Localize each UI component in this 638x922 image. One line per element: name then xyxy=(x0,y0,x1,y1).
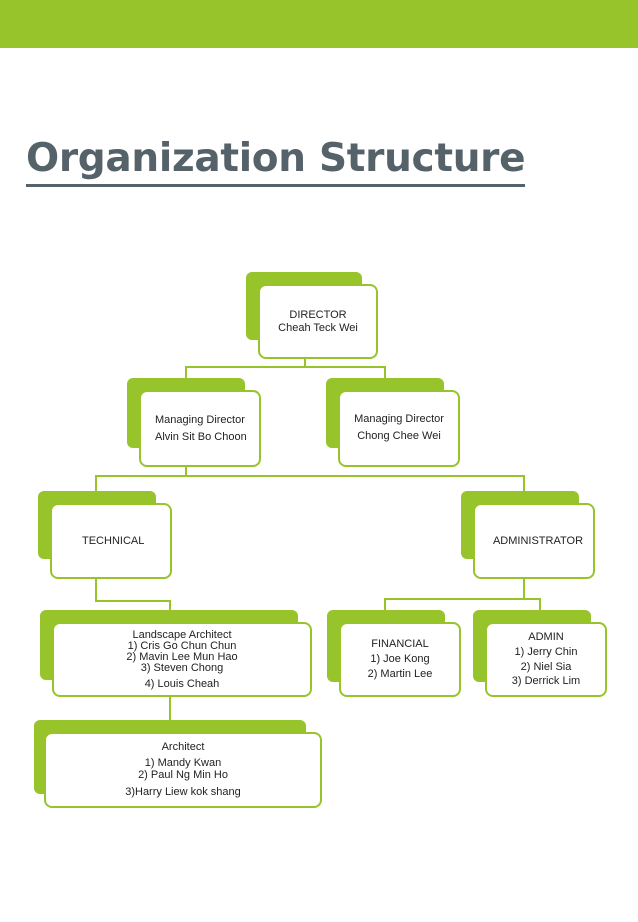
landscape-member: 1) Cris Go Chun Chun xyxy=(127,639,237,652)
node-box: Managing Director Alvin Sit Bo Choon xyxy=(139,390,261,467)
financial-member: 2) Martin Lee xyxy=(367,667,433,680)
top-accent-bar xyxy=(0,0,638,48)
architect-member: 3)Harry Liew kok shang xyxy=(125,785,241,798)
node-box: ADMIN 1) Jerry Chin 2) Niel Sia 3) Derri… xyxy=(485,622,607,697)
financial-member: 1) Joe Kong xyxy=(370,653,430,666)
administrator-label: ADMINISTRATOR xyxy=(492,534,584,547)
node-box: Managing Director Chong Chee Wei xyxy=(338,390,460,467)
landscape-member: 2) Mavin Lee Mun Hao xyxy=(126,650,238,663)
director-role: DIRECTOR xyxy=(289,309,347,322)
landscape-title: Landscape Architect xyxy=(132,628,232,641)
architect-member: 1) Mandy Kwan xyxy=(144,757,222,770)
node-box: FINANCIAL 1) Joe Kong 2) Martin Lee xyxy=(339,622,461,697)
admin-member: 3) Derrick Lim xyxy=(511,675,581,688)
financial-title: FINANCIAL xyxy=(371,638,429,651)
node-box: Landscape Architect 1) Cris Go Chun Chun… xyxy=(52,622,312,697)
page-title: Organization Structure xyxy=(26,134,526,187)
node-box: ADMINISTRATOR xyxy=(473,503,595,579)
node-director: DIRECTOR Cheah Teck Wei xyxy=(246,272,378,360)
node-box: Architect 1) Mandy Kwan 2) Paul Ng Min H… xyxy=(44,732,322,808)
md-alvin-name: Alvin Sit Bo Choon xyxy=(155,431,247,443)
node-managing-director-alvin: Managing Director Alvin Sit Bo Choon xyxy=(127,378,261,467)
connector-technical-to-landscape xyxy=(95,579,171,610)
connector-director-to-md xyxy=(185,357,386,378)
md-chong-name: Chong Chee Wei xyxy=(357,430,441,443)
technical-label: TECHNICAL xyxy=(82,534,145,547)
landscape-member: 3) Steven Chong xyxy=(140,661,224,674)
admin-member: 2) Niel Sia xyxy=(520,660,572,673)
md-chong-role: Managing Director xyxy=(354,413,444,425)
node-box: TECHNICAL xyxy=(50,503,172,579)
admin-title: ADMIN xyxy=(528,630,564,643)
node-managing-director-chong: Managing Director Chong Chee Wei xyxy=(326,378,460,467)
node-financial: FINANCIAL 1) Joe Kong 2) Martin Lee xyxy=(327,610,461,697)
node-landscape-architect: Landscape Architect 1) Cris Go Chun Chun… xyxy=(40,610,312,697)
node-box: DIRECTOR Cheah Teck Wei xyxy=(258,284,378,359)
connector-admin-to-teams xyxy=(384,579,541,610)
architect-member: 2) Paul Ng Min Ho xyxy=(138,769,228,781)
admin-member: 1) Jerry Chin xyxy=(514,645,578,658)
connector-md-to-divisions xyxy=(95,467,525,491)
director-name: Cheah Teck Wei xyxy=(278,321,358,334)
landscape-member: 4) Louis Cheah xyxy=(144,677,220,690)
architect-title: Architect xyxy=(161,740,205,753)
node-administrator: ADMINISTRATOR xyxy=(461,491,595,579)
md-alvin-role: Managing Director xyxy=(155,413,245,426)
node-technical: TECHNICAL xyxy=(38,491,172,579)
node-architect: Architect 1) Mandy Kwan 2) Paul Ng Min H… xyxy=(34,720,322,808)
node-admin: ADMIN 1) Jerry Chin 2) Niel Sia 3) Derri… xyxy=(473,610,607,697)
